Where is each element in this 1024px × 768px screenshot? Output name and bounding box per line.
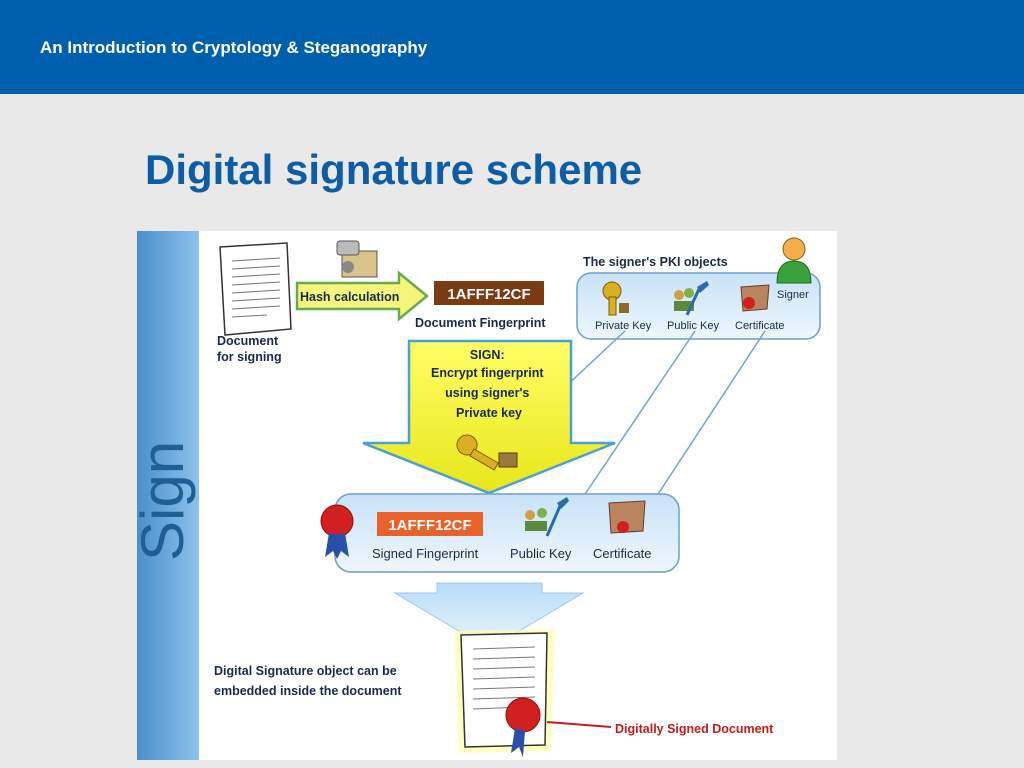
- embed-text: Digital Signature object can be embedded…: [214, 664, 402, 698]
- hash-machine-icon: [336, 240, 378, 278]
- fingerprint-box: [434, 281, 544, 305]
- signed-document-label: Digitally Signed Document: [615, 722, 774, 736]
- sign-text: SIGN: Encrypt fingerprint using signer's…: [431, 348, 547, 420]
- signed-fingerprint-value: 1AFFF12CF: [388, 517, 471, 534]
- pki-title: The signer's PKI objects: [583, 255, 728, 269]
- signed-document-pointer: [546, 721, 612, 728]
- hash-label: Hash calculation: [300, 290, 399, 304]
- header-bar: An Introduction to Cryptology & Steganog…: [0, 0, 1024, 94]
- signed-public-key-label: Public Key: [510, 546, 572, 561]
- fingerprint-value: 1AFFF12CF: [447, 286, 530, 303]
- presentation-title: An Introduction to Cryptology & Steganog…: [40, 38, 428, 57]
- certificate-icon: [740, 284, 770, 312]
- signed-fingerprint-caption: Signed Fingerprint: [372, 546, 479, 561]
- pki-certificate-label: Certificate: [735, 320, 785, 332]
- signed-document-icon: [455, 629, 555, 757]
- signed-public-key-icon: [525, 497, 569, 537]
- signed-fingerprint-box: [377, 512, 483, 536]
- private-key-icon: [602, 281, 629, 316]
- signed-certificate-label: Certificate: [593, 546, 652, 561]
- slide-title: Digital signature scheme: [145, 146, 643, 193]
- pki-private-key-label: Private Key: [595, 320, 652, 332]
- pki-public-key-label: Public Key: [667, 320, 719, 332]
- pki-signer-label: Signer: [777, 289, 809, 301]
- public-key-icon: [674, 281, 709, 316]
- side-label: Sign: [137, 441, 196, 561]
- fingerprint-caption: Document Fingerprint: [415, 316, 546, 330]
- hash-arrow: [295, 270, 429, 322]
- document-icon: [219, 242, 292, 336]
- document-label: Document for signing: [217, 334, 282, 364]
- signer-icon: [776, 237, 812, 284]
- seal-icon: [320, 504, 354, 559]
- sign-private-key-icon: [456, 434, 518, 471]
- embed-arrow: [393, 582, 585, 650]
- side-bar: [137, 231, 199, 760]
- signature-diagram: Sign Document for signing Hash calculati…: [137, 231, 837, 760]
- signed-certificate-icon: [608, 500, 646, 534]
- sign-arrow: [362, 339, 616, 495]
